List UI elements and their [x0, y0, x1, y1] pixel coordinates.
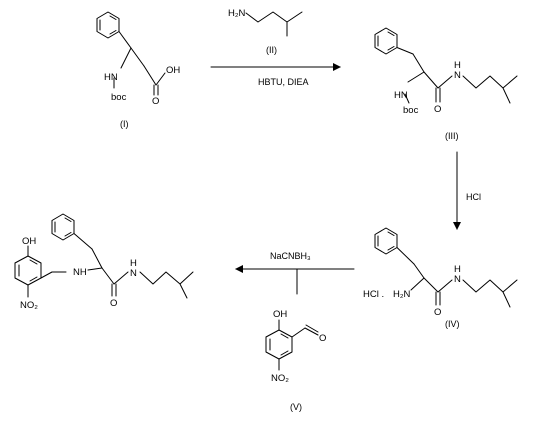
compound-IV-salt: HCl . — [363, 289, 384, 300]
compound-III-hn: HN — [394, 90, 408, 101]
arrow-step1: (II) HBTU, DIEA — [210, 45, 341, 87]
compound-II-structure — [245, 11, 303, 37]
compound-I: HN boc OH O (I) — [96, 11, 180, 129]
compound-IV-h: H — [454, 264, 461, 275]
compound-V-oh: OH — [273, 309, 287, 320]
compound-product-n-amide: N — [130, 268, 137, 279]
arrow-step3: NaCNBH₃ — [235, 251, 355, 295]
compound-I-label: (I) — [120, 119, 129, 129]
compound-I-o: O — [152, 96, 159, 107]
compound-product-nh-amine: NH — [73, 267, 87, 278]
arrow-step2-reagent: HCl — [466, 192, 481, 202]
compound-V: OH O NO₂ (V) — [265, 309, 326, 412]
compound-III-structure — [374, 27, 518, 104]
compound-product-o: O — [110, 298, 117, 309]
compound-III-n: N — [454, 70, 461, 81]
arrow-step3-reagent: NaCNBH₃ — [270, 251, 311, 261]
arrow-step1-reagent-below: HBTU, DIEA — [258, 77, 309, 87]
compound-IV: HCl . H₂N N H O (IV) — [363, 227, 518, 329]
compound-product-no2: NO₂ — [20, 300, 38, 311]
compound-IV-n: N — [454, 274, 461, 285]
compound-III: HN boc N H O (III) — [374, 27, 518, 141]
compound-V-label: (V) — [290, 402, 302, 412]
compound-product-oh: OH — [22, 236, 36, 247]
compound-III-o: O — [434, 104, 441, 115]
compound-IV-label: (IV) — [445, 319, 460, 329]
compound-III-boc: boc — [403, 105, 419, 116]
compound-product-h: H — [130, 258, 137, 269]
arrow-step1-reagent-above: (II) — [266, 45, 277, 55]
compound-II-h2n: H₂N — [228, 8, 246, 19]
compound-I-boc: boc — [111, 92, 127, 103]
compound-product: OH NO₂ NH N H O — [14, 213, 194, 311]
compound-I-nh: HN — [104, 72, 118, 83]
compound-product-structure — [14, 213, 194, 299]
compound-III-label: (III) — [445, 131, 459, 141]
compound-I-structure — [96, 11, 166, 96]
compound-IV-structure — [374, 227, 518, 308]
compound-V-structure — [265, 319, 319, 371]
compound-III-h: H — [454, 60, 461, 71]
compound-V-no2: NO₂ — [271, 373, 289, 384]
compound-IV-o: O — [434, 307, 441, 318]
compound-V-o: O — [319, 333, 326, 344]
compound-I-oh: OH — [166, 65, 180, 76]
arrow-step2: HCl — [453, 151, 481, 230]
compound-II: H₂N — [228, 8, 303, 37]
compound-IV-h2n: H₂N — [393, 289, 411, 300]
